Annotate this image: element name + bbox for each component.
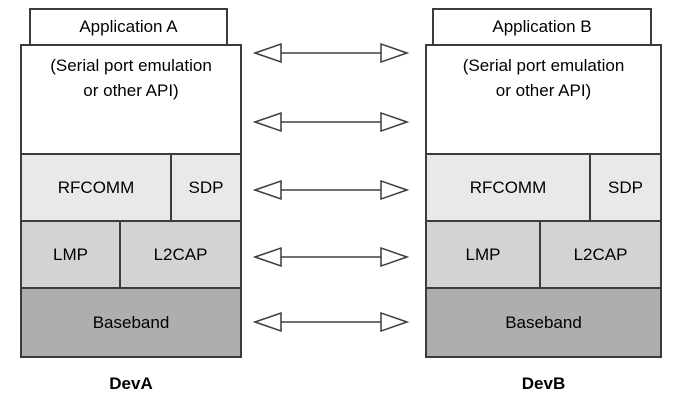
bidirectional-arrow-icon	[252, 177, 410, 203]
rfcomm-layer-devA: RFCOMM	[20, 153, 172, 222]
application-box-devB: Application B	[432, 8, 652, 46]
bidirectional-arrow-icon	[252, 309, 410, 335]
baseband-layer-devA: Baseband	[20, 287, 242, 358]
lmp-layer-devA: LMP	[20, 220, 121, 289]
device-label-devA: DevA	[109, 374, 153, 393]
sdp-layer-devA: SDP	[170, 153, 242, 222]
l2cap-layer-devA: L2CAP	[119, 220, 242, 289]
api-label-devB: (Serial port emulation or other API)	[462, 56, 625, 100]
device-label-devB: DevB	[521, 374, 566, 393]
bidirectional-arrow-icon	[252, 40, 410, 66]
api-box-devB: (Serial port emulation or other API)	[425, 44, 662, 155]
api-label-devA: (Serial port emulation or other API)	[50, 56, 212, 100]
api-box-devA: (Serial port emulation or other API)	[20, 44, 242, 155]
lmp-layer-devB: LMP	[425, 220, 541, 289]
bidirectional-arrow-icon	[252, 109, 410, 135]
bidirectional-arrow-icon	[252, 244, 410, 270]
baseband-layer-devB: Baseband	[425, 287, 662, 358]
rfcomm-layer-devB: RFCOMM	[425, 153, 591, 222]
sdp-layer-devB: SDP	[589, 153, 662, 222]
application-box-devA: Application A	[29, 8, 228, 46]
l2cap-layer-devB: L2CAP	[539, 220, 662, 289]
